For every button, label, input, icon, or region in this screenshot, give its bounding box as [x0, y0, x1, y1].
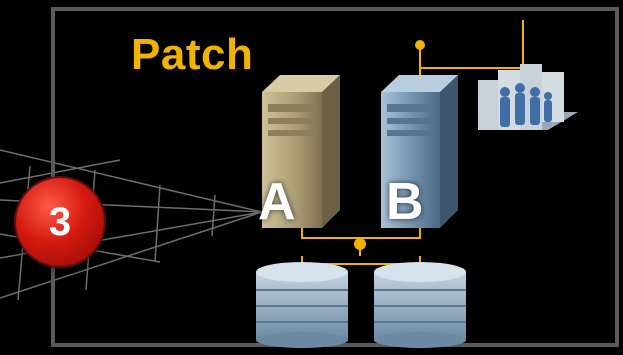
connector-node-top — [415, 40, 425, 50]
server-a-icon — [262, 75, 340, 228]
server-a-label: A — [258, 173, 296, 231]
step-number: 3 — [48, 199, 72, 244]
database-disk-icon — [256, 262, 348, 348]
server-b-icon — [381, 75, 458, 228]
database-disk-icon — [374, 262, 466, 348]
step-badge: 3 — [16, 178, 104, 266]
diagram-title: Patch — [131, 30, 254, 79]
users-group-icon — [478, 64, 578, 130]
server-b-label: B — [386, 173, 424, 231]
connector-node-bottom — [354, 238, 366, 250]
